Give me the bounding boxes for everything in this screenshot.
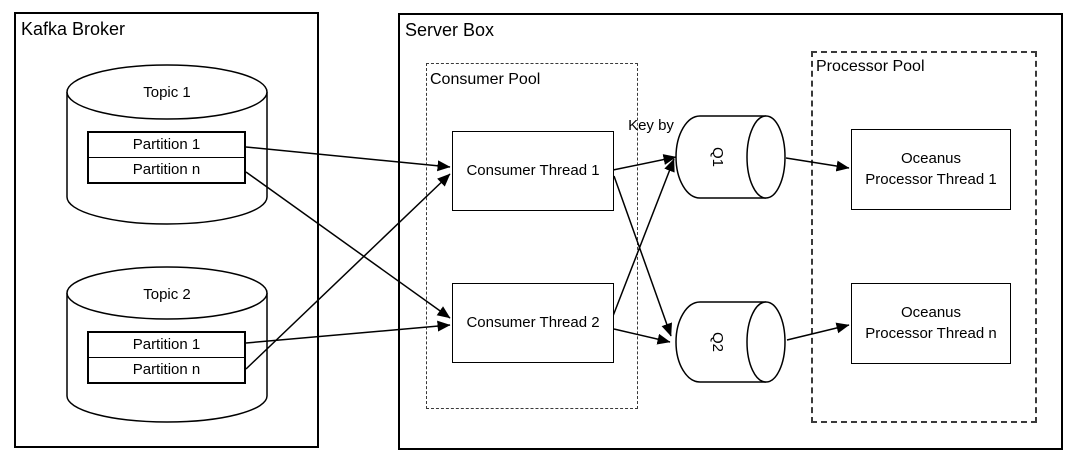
oceanus-processor-thread-n-box: Oceanus Processor Thread n xyxy=(851,283,1011,364)
topic1-partitions: Partition 1 Partition n xyxy=(87,131,246,184)
topic1-partition-n: Partition n xyxy=(132,161,201,178)
key-by-label: Key by xyxy=(628,117,674,134)
kafka-broker-title: Kafka Broker xyxy=(21,19,126,39)
queue-q2-label: Q2 xyxy=(709,331,726,352)
topic2-partition-1: Partition 1 xyxy=(89,333,244,358)
processor-pool-title: Processor Pool xyxy=(816,58,925,75)
topic1-partition-1: Partition 1 xyxy=(89,133,244,158)
topic1-label: Topic 1 xyxy=(143,84,191,101)
consumer-thread-2-box: Consumer Thread 2 xyxy=(452,283,614,363)
oceanus-processor-thread-1-box: Oceanus Processor Thread 1 xyxy=(851,129,1011,210)
consumer-thread-1-box: Consumer Thread 1 xyxy=(452,131,614,211)
consumer-pool-title: Consumer Pool xyxy=(430,71,541,88)
topic2-partitions: Partition 1 Partition n xyxy=(87,331,246,384)
topic2-label: Topic 2 xyxy=(143,286,191,303)
queue-q1-label: Q1 xyxy=(709,146,726,167)
server-box-title: Server Box xyxy=(405,20,495,40)
processor-pool-box xyxy=(811,51,1037,423)
topic2-partition-n: Partition n xyxy=(132,361,201,378)
